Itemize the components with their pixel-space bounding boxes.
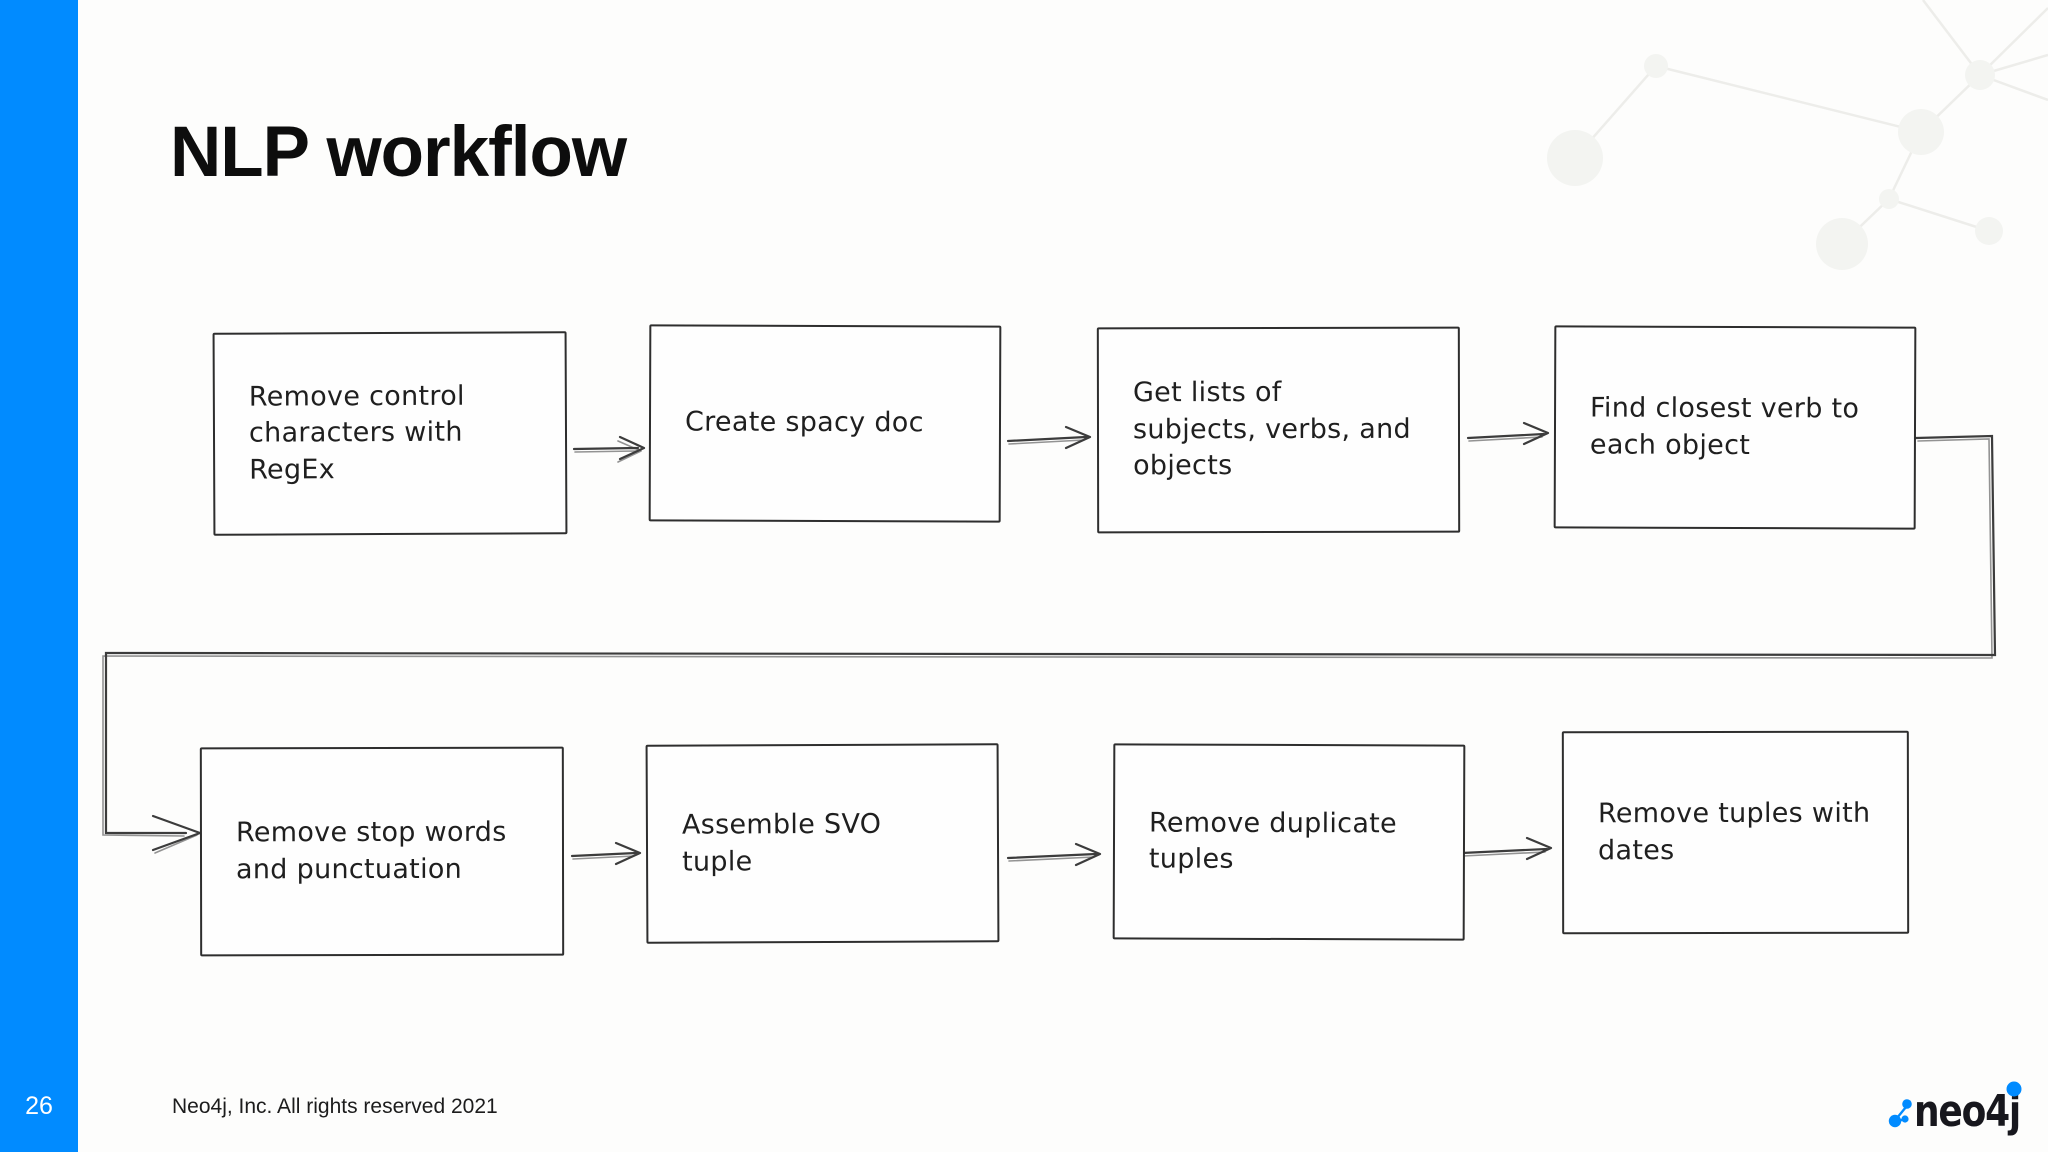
workflow-step-8: Remove tuples with dates xyxy=(1561,730,1910,935)
workflow-step-label: Get lists of subjects, verbs, and object… xyxy=(1132,377,1411,482)
copyright-text: Neo4j, Inc. All rights reserved 2021 xyxy=(172,1095,498,1118)
watermark-edges xyxy=(1574,0,2048,245)
workflow-step-1: Remove control characters with RegEx xyxy=(212,331,568,536)
neo4j-logo: neo4j xyxy=(1888,1081,2022,1137)
arrow-step1-step2 xyxy=(572,435,646,463)
arrow-step3-step4 xyxy=(1466,421,1550,446)
graph-watermark xyxy=(1547,0,2048,270)
workflow-step-5: Remove stop words and punctuation xyxy=(199,746,565,957)
workflow-step-label: Remove control characters with RegEx xyxy=(248,380,465,486)
workflow-step-label: Remove stop words and punctuation xyxy=(235,816,507,885)
arrow-step7-step8 xyxy=(1460,836,1553,861)
workflow-step-label: Create spacy doc xyxy=(684,406,924,439)
arrow-step5-step6 xyxy=(570,841,642,866)
workflow-step-label: Find closest verb to each object xyxy=(1589,392,1860,461)
page-number: 26 xyxy=(25,1092,53,1120)
arrow-step6-step7 xyxy=(1006,842,1102,867)
arrow-step2-step3 xyxy=(1006,425,1092,450)
workflow-step-6: Assemble SVO tuple xyxy=(645,743,1000,944)
workflow-step-7: Remove duplicate tuples xyxy=(1112,743,1466,941)
workflow-step-3: Get lists of subjects, verbs, and object… xyxy=(1096,326,1461,534)
workflow-step-4: Find closest verb to each object xyxy=(1553,325,1917,530)
workflow-step-2: Create spacy doc xyxy=(648,324,1002,523)
workflow-step-label: Remove duplicate tuples xyxy=(1148,807,1398,875)
neo4j-logo-j-dot xyxy=(2006,1081,2022,1097)
watermark-nodes xyxy=(1547,54,2003,270)
workflow-step-label: Remove tuples with dates xyxy=(1597,797,1871,866)
page-title: NLP workflow xyxy=(170,113,627,192)
workflow-step-label: Assemble SVO tuple xyxy=(681,808,882,878)
neo4j-logo-text: neo4j xyxy=(1914,1086,2020,1137)
neo4j-graph-icon xyxy=(1888,1099,1912,1128)
accent-bar xyxy=(0,0,78,1152)
